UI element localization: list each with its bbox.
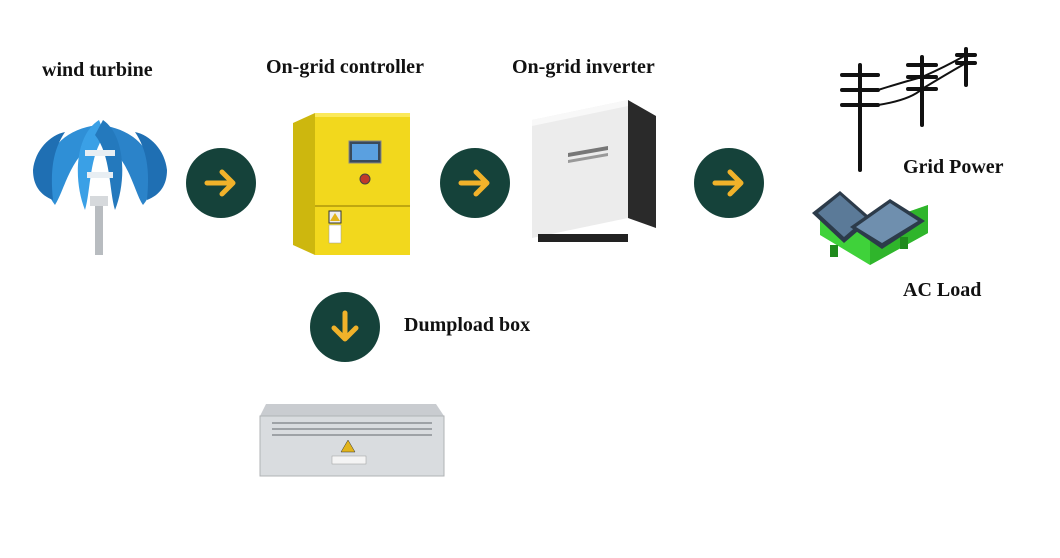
arrow-right-icon [186,148,256,218]
wind-turbine-icon [25,110,175,255]
inverter-icon [528,98,658,248]
grid-power-label: Grid Power [903,156,1004,178]
wind-turbine-label: wind turbine [42,59,153,81]
arrow-right-icon [694,148,764,218]
dumpload-label: Dumpload box [404,314,531,336]
house-icon [810,185,935,280]
arrow-down-icon [310,292,380,362]
controller-label: On-grid controller [266,56,424,78]
power-pole-icon [840,45,980,175]
dumpload-box-icon [252,400,447,480]
inverter-label: On-grid inverter [512,56,655,78]
arrow-right-icon [440,148,510,218]
ac-load-label: AC Load [903,279,982,301]
controller-icon [285,105,415,260]
